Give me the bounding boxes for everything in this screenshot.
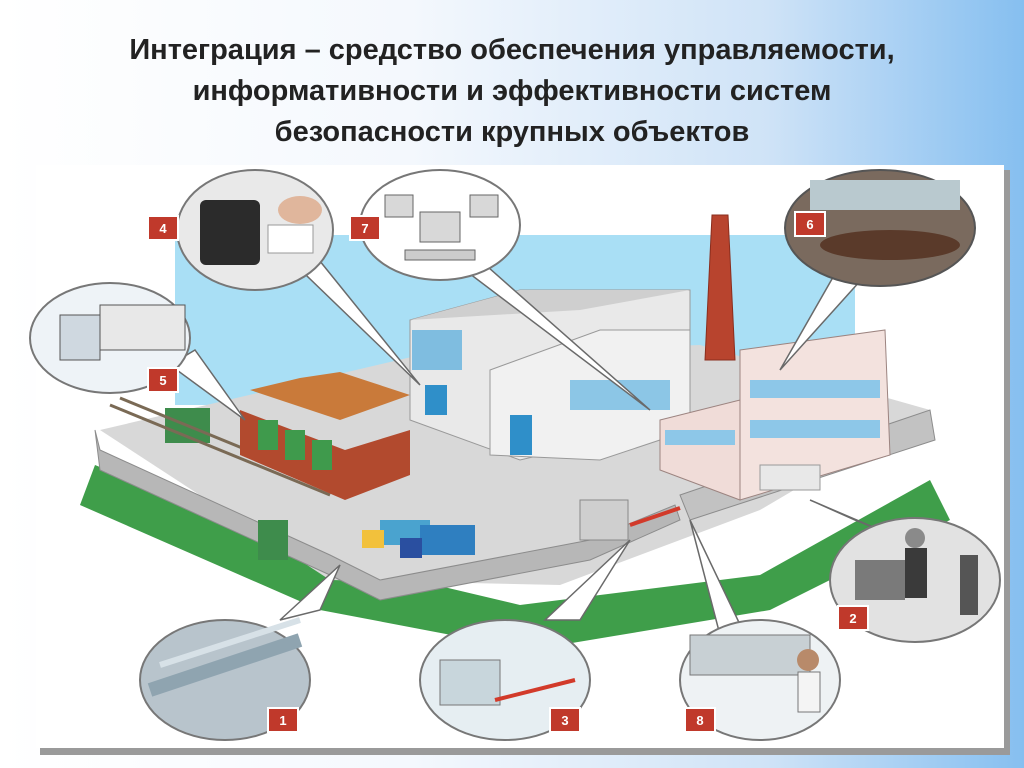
warehouse-door-3 bbox=[312, 440, 332, 470]
badge-6-label: 6 bbox=[806, 217, 813, 232]
callout-pointers bbox=[168, 248, 881, 636]
entrance-door-1 bbox=[425, 385, 447, 415]
computer-workstations-icon bbox=[384, 194, 414, 218]
meeting-room-icon bbox=[810, 180, 960, 210]
badge-4 bbox=[147, 215, 179, 241]
window-group bbox=[412, 330, 462, 370]
badge-8-label: 8 bbox=[696, 713, 703, 728]
callout-2: 2 bbox=[829, 517, 1001, 643]
badge-2 bbox=[837, 605, 869, 631]
title-line-2: информативности и эффективности систем bbox=[192, 75, 832, 107]
warehouse-door-1 bbox=[258, 420, 278, 450]
callout-4: 4 bbox=[147, 169, 334, 291]
slide-title: Интеграция – средство обеспечения управл… bbox=[40, 30, 984, 153]
barrier-arm bbox=[629, 506, 681, 527]
badge-5-label: 5 bbox=[159, 373, 166, 388]
hand bbox=[278, 196, 322, 224]
chimney bbox=[704, 214, 736, 361]
callout-8: 8 bbox=[679, 619, 841, 741]
fence-gate bbox=[258, 520, 288, 560]
card-reader-icon bbox=[200, 200, 260, 265]
checkpoint-booth bbox=[579, 499, 629, 541]
badge-7-label: 7 bbox=[361, 221, 368, 236]
railway bbox=[109, 403, 331, 497]
callout-3: 3 bbox=[419, 619, 591, 741]
badge-1-label: 1 bbox=[279, 713, 286, 728]
warehouse-door-2 bbox=[285, 430, 305, 460]
truck-2 bbox=[420, 525, 475, 555]
callout-5: 5 bbox=[29, 282, 191, 394]
control-panel bbox=[689, 634, 811, 676]
entrance-door-2 bbox=[510, 415, 532, 455]
access-card bbox=[267, 224, 314, 254]
callout-1: 1 bbox=[139, 617, 311, 741]
barrier-gate-bubble bbox=[419, 619, 591, 741]
badge-1 bbox=[267, 707, 299, 733]
badge-6 bbox=[794, 211, 826, 237]
meeting-table bbox=[820, 230, 960, 260]
badge-4-label: 4 bbox=[159, 221, 167, 236]
title-line-1: Интеграция – средство обеспечения управл… bbox=[129, 34, 895, 66]
barrier-gate-icon bbox=[439, 659, 501, 706]
title-line-3: безопасности крупных объектов bbox=[274, 116, 750, 148]
turnstile-guard-icon bbox=[855, 560, 905, 600]
badge-3 bbox=[549, 707, 581, 733]
badge-7 bbox=[349, 215, 381, 241]
callout-6: 6 bbox=[784, 169, 976, 287]
grass bbox=[80, 465, 950, 650]
badge-3-label: 3 bbox=[561, 713, 568, 728]
fence-closeup-icon bbox=[147, 633, 303, 697]
callout-7: 7 bbox=[349, 169, 521, 281]
perimeter-fence bbox=[94, 429, 681, 601]
admin-building bbox=[739, 329, 891, 501]
truck-icon bbox=[59, 314, 101, 361]
control-room-operator-icon bbox=[797, 649, 819, 671]
badge-8 bbox=[684, 707, 716, 733]
admin-entrance bbox=[759, 464, 821, 491]
warehouse-roof bbox=[250, 372, 410, 420]
badge-5 bbox=[147, 367, 179, 393]
badge-2-label: 2 bbox=[849, 611, 856, 626]
